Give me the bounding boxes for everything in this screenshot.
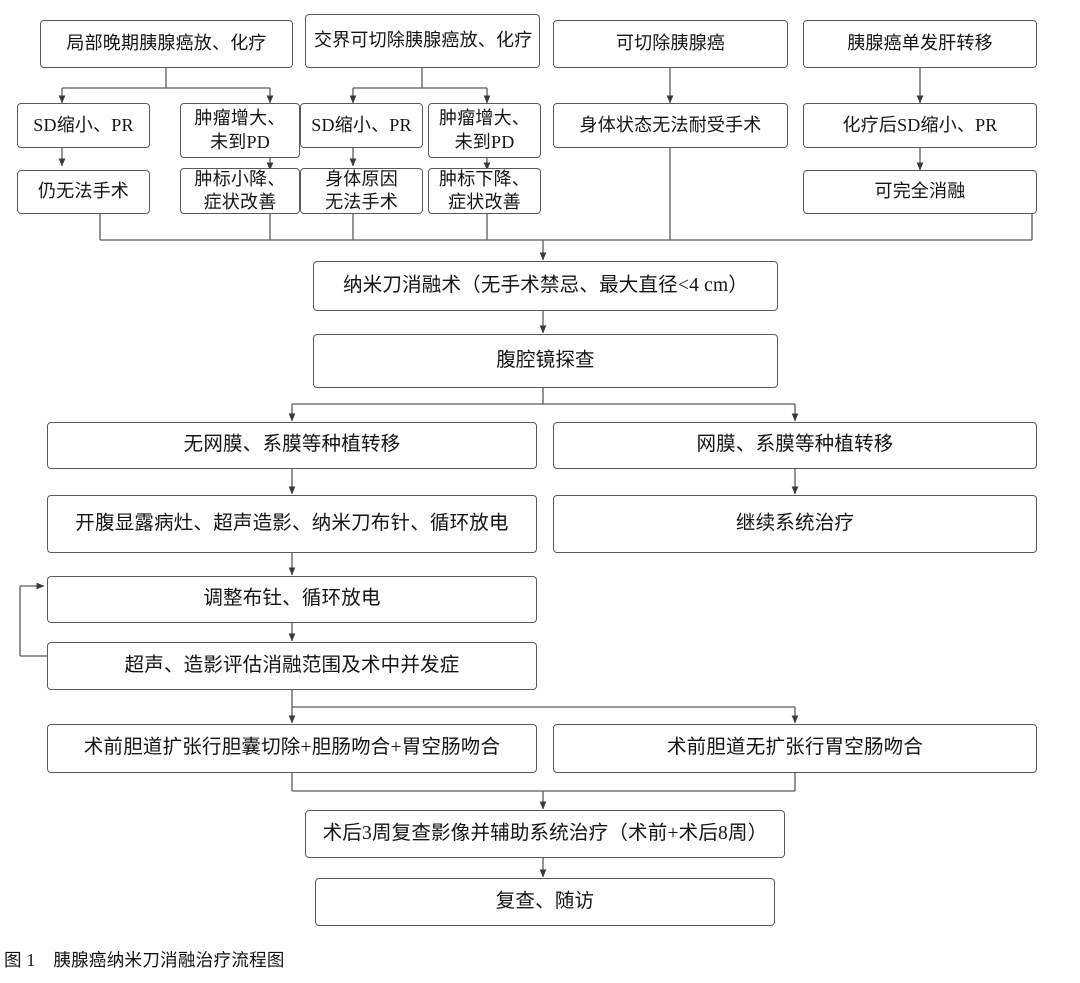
node-a-response-growth-line1: 肿瘤增大、 [194,108,286,129]
node-laparoscopy: 腹腔镜探查 [313,334,778,388]
node-followup: 复查、随访 [315,878,775,926]
node-nanoknife-ablation: 纳米刀消融术（无手术禁忌、最大直径<4 cm） [313,261,778,311]
node-d-chemo-response: 化疗后SD缩小、PR [803,103,1037,148]
node-adjust-needles: 调整布钍、循环放电 [47,576,537,623]
node-b-marker-decline: 肿标下降、 症状改善 [428,168,541,214]
node-branch-a-title: 局部晚期胰腺癌放、化疗 [40,20,293,68]
node-ultrasound-assessment: 超声、造影评估消融范围及术中并发症 [47,642,537,690]
node-d-complete-ablation: 可完全消融 [803,170,1037,214]
node-a-still-unresectable: 仍无法手术 [17,170,150,214]
node-postop-review: 术后3周复查影像并辅助系统治疗（术前+术后8周） [305,810,785,858]
node-b-response-sd: SD缩小、PR [300,103,423,148]
node-b-physical-unresectable-line1: 身体原因 [325,168,398,189]
node-a-response-sd: SD缩小、PR [17,103,150,148]
node-a-response-growth-line2: 未到PD [210,131,270,152]
node-a-marker-decline: 肿标小降、 症状改善 [180,168,300,214]
node-biliary-not-dilated-bypass: 术前胆道无扩张行胃空肠吻合 [553,724,1037,773]
node-branch-d-title: 胰腺癌单发肝转移 [803,20,1037,68]
node-b-physical-unresectable: 身体原因 无法手术 [300,168,423,214]
node-biliary-dilated-bypass: 术前胆道扩张行胆囊切除+胆肠吻合+胃空肠吻合 [47,724,537,773]
node-b-physical-unresectable-line2: 无法手术 [325,192,398,212]
node-branch-c-title: 可切除胰腺癌 [553,20,788,68]
node-branch-b-title: 交界可切除胰腺癌放、化疗 [305,14,540,68]
figure-caption: 图 1 胰腺癌纳米刀消融治疗流程图 [4,950,285,970]
node-c-intolerant: 身体状态无法耐受手术 [553,103,788,148]
node-laparotomy-ablation: 开腹显露病灶、超声造影、纳米刀布针、循环放电 [47,495,537,553]
node-a-response-growth: 肿瘤增大、 未到PD [180,103,300,158]
node-seeding-metastasis: 网膜、系膜等种植转移 [553,422,1037,469]
node-b-response-growth-line1: 肿瘤增大、 [439,108,530,129]
node-b-response-growth-line2: 未到PD [454,131,515,152]
node-b-marker-decline-line1: 肿标下降、 [439,168,530,189]
node-b-response-growth: 肿瘤增大、 未到PD [428,103,541,158]
node-a-marker-decline-line1: 肿标小降、 [194,168,286,189]
node-continue-systemic-therapy: 继续系统治疗 [553,495,1037,553]
node-a-marker-decline-line2: 症状改善 [203,192,277,212]
node-no-seeding-metastasis: 无网膜、系膜等种植转移 [47,422,537,469]
node-b-marker-decline-line2: 症状改善 [448,192,521,212]
